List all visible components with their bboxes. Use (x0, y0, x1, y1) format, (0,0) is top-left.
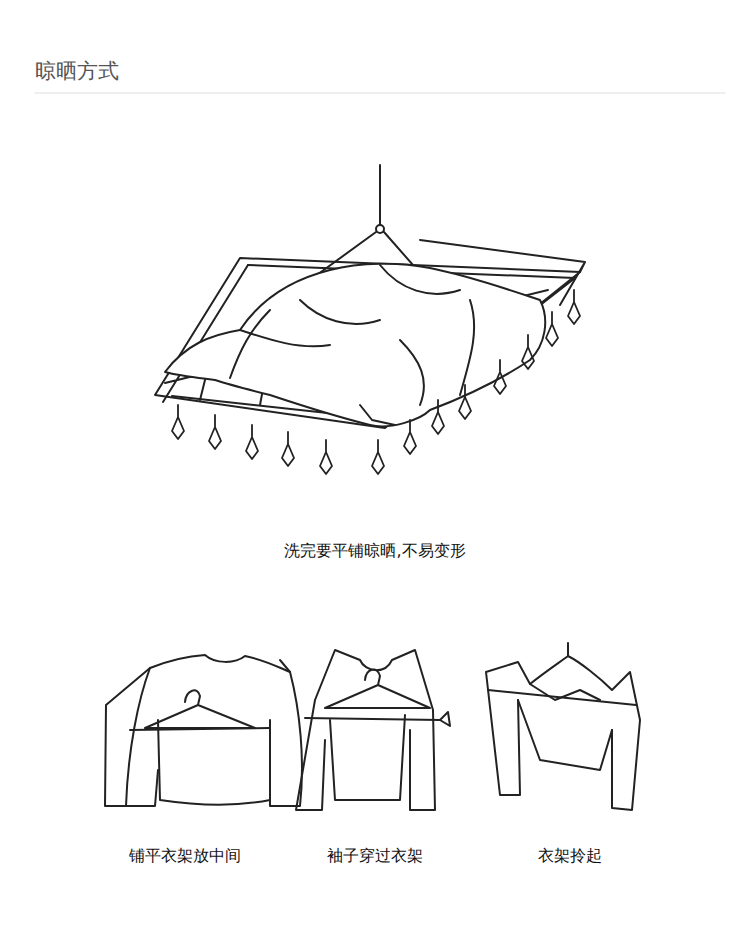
step-caption: 铺平衣架放中间 (129, 846, 241, 867)
main-caption: 洗完要平铺晾晒,不易变形 (284, 541, 465, 562)
title-rule (35, 93, 725, 94)
step-caption: 衣架拎起 (538, 846, 602, 867)
section-title: 晾晒方式 (35, 57, 119, 85)
sleeve-through-hanger (296, 650, 450, 810)
sweater-flat (105, 655, 302, 806)
step-caption: 袖子穿过衣架 (327, 846, 423, 867)
drying-rack (155, 165, 585, 474)
lifted-hanger (486, 643, 640, 810)
